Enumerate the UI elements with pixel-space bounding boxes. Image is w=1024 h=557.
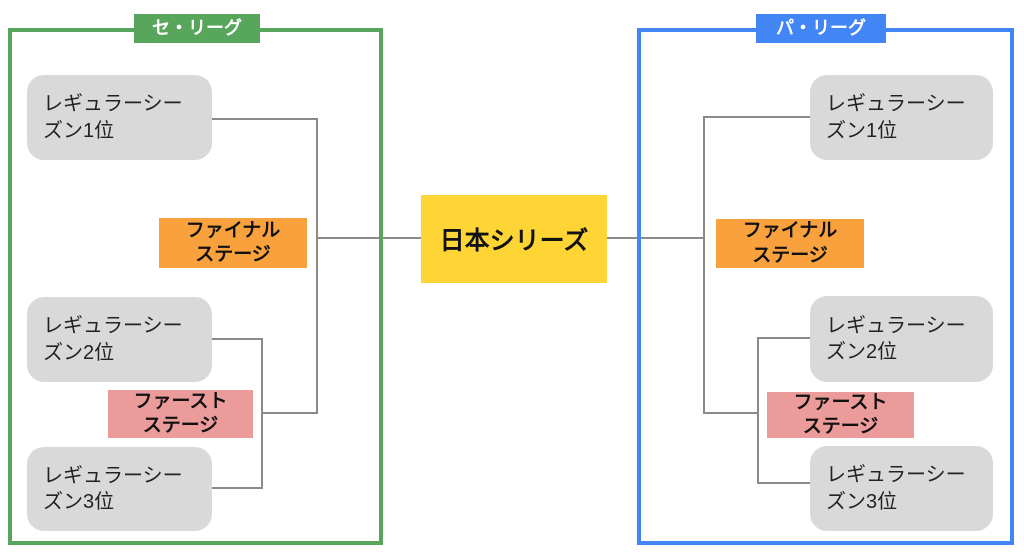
pacific-final-stage-box: ファイナル ステージ xyxy=(716,219,864,268)
connector-line-pacific-first-vertical xyxy=(757,337,759,484)
connector-line-pacific-seed3 xyxy=(758,482,810,484)
central-final-stage-line2: ステージ xyxy=(195,244,271,265)
central-seed1-box: レギュラーシー ズン1位 xyxy=(27,75,212,160)
connector-line-central-seed3 xyxy=(212,487,262,489)
pacific-first-stage-line1: ファースト xyxy=(793,391,888,413)
connector-line-pacific-seed1 xyxy=(704,116,810,118)
central-seed3-box: レギュラーシー ズン3位 xyxy=(27,447,212,531)
central-final-stage-line1: ファイナル xyxy=(185,219,281,241)
pacific-final-stage-line2: ステージ xyxy=(752,244,828,266)
pacific-league-label: パ・リーグ xyxy=(756,14,886,43)
central-seed2-line2: ズン2位 xyxy=(43,341,115,364)
central-seed3-line1: レギュラーシー xyxy=(43,464,183,487)
pacific-seed3-line1: レギュラーシー xyxy=(826,464,966,487)
pacific-seed1-box: レギュラーシー ズン1位 xyxy=(810,75,993,160)
pacific-seed2-box: レギュラーシー ズン2位 xyxy=(810,296,993,382)
central-seed1-line2: ズン1位 xyxy=(43,119,115,142)
japan-series-box: 日本シリーズ xyxy=(421,195,607,283)
pacific-first-stage-line2: ステージ xyxy=(802,416,879,437)
pacific-seed3-box: レギュラーシー ズン3位 xyxy=(810,446,993,531)
central-first-stage-line1: ファースト xyxy=(133,390,228,412)
connector-line-pacific-to-japan-series xyxy=(607,237,704,239)
connector-line-central-seed1 xyxy=(212,118,317,120)
pacific-seed1-line1: レギュラーシー xyxy=(826,93,966,116)
pacific-seed2-line1: レギュラーシー xyxy=(826,314,966,337)
connector-line-central-final-vertical xyxy=(316,118,318,414)
central-league-label: セ・リーグ xyxy=(134,14,260,43)
central-first-stage-box: ファースト ステージ xyxy=(108,390,253,438)
central-seed2-line1: レギュラーシー xyxy=(43,315,183,338)
connector-line-central-first-winner xyxy=(262,412,317,414)
pacific-first-stage-box: ファースト ステージ xyxy=(767,392,914,438)
connector-line-pacific-first-winner xyxy=(704,412,758,414)
central-seed3-line2: ズン3位 xyxy=(43,491,115,513)
connector-line-pacific-seed2 xyxy=(758,337,810,339)
connector-line-central-to-japan-series xyxy=(317,237,421,239)
pacific-seed3-line2: ズン3位 xyxy=(826,490,898,513)
central-final-stage-box: ファイナル ステージ xyxy=(159,218,307,268)
central-seed2-box: レギュラーシー ズン2位 xyxy=(27,297,212,382)
connector-line-pacific-final-vertical xyxy=(703,116,705,414)
japan-series-label: 日本シリーズ xyxy=(439,227,589,255)
central-first-stage-line2: ステージ xyxy=(142,415,219,436)
pacific-seed2-line2: ズン2位 xyxy=(826,341,898,363)
connector-line-central-seed2 xyxy=(212,338,262,340)
pacific-seed1-line2: ズン1位 xyxy=(826,119,898,142)
central-seed1-line1: レギュラーシー xyxy=(43,93,183,116)
pacific-final-stage-line1: ファイナル xyxy=(742,220,838,242)
